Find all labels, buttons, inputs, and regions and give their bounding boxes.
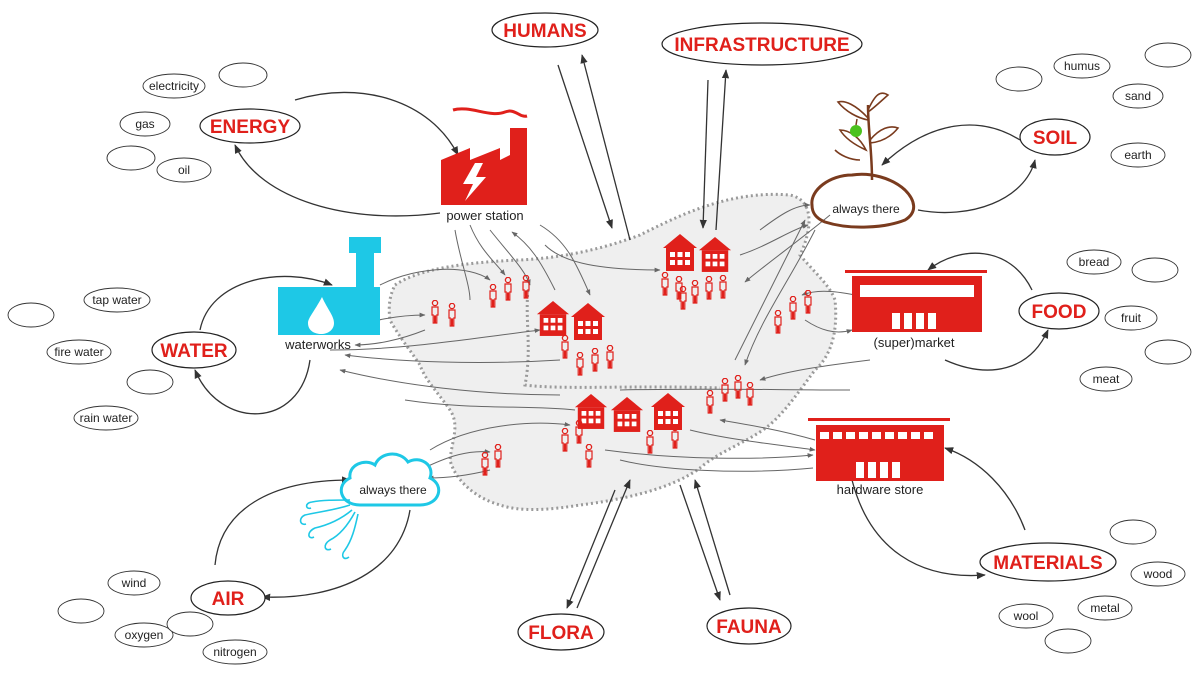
sub-item-metal: metal [1077,595,1133,621]
svg-text:electricity: electricity [149,79,199,93]
svg-text:rain water: rain water [80,411,133,425]
empty-bubble [166,611,214,637]
sub-item-rain-water: rain water [73,405,139,431]
category-water-label: WATER [160,341,227,362]
category-soil-label: SOIL [1033,128,1078,149]
sub-item-oxygen: oxygen [114,622,174,648]
sub-item-nitrogen: nitrogen [202,639,268,665]
svg-text:metal: metal [1090,601,1119,615]
category-air: AIR [190,580,266,616]
category-food: FOOD [1018,292,1100,330]
empty-bubble [218,62,268,88]
svg-text:wood: wood [1143,567,1173,581]
power-station-label: power station [446,208,523,223]
category-energy-label: ENERGY [210,117,291,138]
category-water: WATER [151,331,237,369]
category-materials-label: MATERIALS [993,553,1102,574]
cloud-icon [339,452,441,507]
sub-item-tap-water: tap water [83,287,151,313]
hardware-store-icon [808,418,950,481]
svg-text:fruit: fruit [1121,311,1142,325]
hardware-store: hardware store [808,418,950,497]
soil-plant: always there [810,92,916,229]
svg-text:nitrogen: nitrogen [213,645,256,659]
svg-text:gas: gas [135,117,154,131]
empty-bubble [1131,257,1179,283]
empty-bubble [1044,628,1092,654]
cloud-source: always there [299,452,441,560]
empty-bubble [1144,42,1192,68]
sub-item-gas: gas [119,111,171,137]
hardware-store-label: hardware store [837,482,924,497]
category-infrastructure: INFRASTRUCTURE [661,22,863,66]
supermarket: (super)market [845,270,987,350]
svg-text:meat: meat [1093,372,1120,386]
svg-text:bread: bread [1079,255,1110,269]
category-flow-arrows [194,54,1049,609]
empty-bubble [995,66,1043,92]
category-fauna: FAUNA [706,607,792,645]
empty-bubble [1109,519,1157,545]
waterworks: waterworks [278,237,381,352]
category-energy: ENERGY [199,108,301,144]
svg-text:fire water: fire water [54,345,103,359]
empty-bubble [106,145,156,171]
svg-text:wind: wind [121,576,147,590]
category-fauna-label: FAUNA [716,617,782,638]
city-flow-arrows [329,202,871,481]
sub-item-fruit: fruit [1104,305,1158,331]
apple-icon [850,118,862,137]
wind-icon [299,499,359,560]
sub-item-humus: humus [1053,53,1111,79]
waterworks-label: waterworks [284,337,351,352]
category-soil: SOIL [1019,118,1091,156]
category-materials: MATERIALS [979,542,1117,582]
sub-item-bubbles: electricity gas oil humus sand earth tap… [7,42,1192,665]
sub-item-electricity: electricity [142,73,206,99]
svg-text:tap water: tap water [92,293,141,307]
sub-item-meat: meat [1079,366,1133,392]
category-food-label: FOOD [1032,302,1087,323]
empty-bubble [57,598,105,624]
svg-text:sand: sand [1125,89,1151,103]
sub-item-sand: sand [1112,83,1164,109]
plant-icon [810,92,916,229]
category-humans-label: HUMANS [503,21,586,42]
category-infrastructure-label: INFRASTRUCTURE [674,35,849,56]
sub-item-fire-water: fire water [46,339,112,365]
waterworks-icon [278,237,381,335]
sub-item-wood: wood [1130,561,1186,587]
factory-icon [441,107,528,205]
soil-plant-label: always there [832,202,900,216]
empty-bubble [126,369,174,395]
sub-item-wind: wind [107,570,161,596]
supermarket-label: (super)market [874,335,955,350]
svg-text:wool: wool [1013,609,1039,623]
cloud-label: always there [359,483,427,497]
category-air-label: AIR [212,589,245,610]
svg-text:humus: humus [1064,59,1100,73]
supermarket-icon [845,270,987,332]
category-humans: HUMANS [491,12,599,48]
svg-text:earth: earth [1124,148,1151,162]
sub-item-oil: oil [156,157,212,183]
empty-bubble [7,302,55,328]
sub-item-wool: wool [998,603,1054,629]
sub-item-earth: earth [1110,142,1166,168]
power-station: power station [441,107,528,223]
svg-text:oxygen: oxygen [125,628,164,642]
sub-item-bread: bread [1066,249,1122,275]
empty-bubble [1144,339,1192,365]
svg-text:oil: oil [178,163,190,177]
category-flora: FLORA [517,613,605,651]
category-flora-label: FLORA [528,623,594,644]
